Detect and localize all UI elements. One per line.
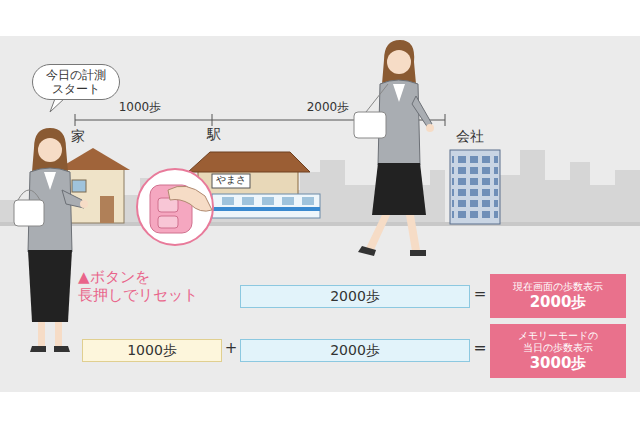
place-label: 駅 <box>199 126 229 143</box>
walking-woman <box>354 40 434 256</box>
plus-sign: + <box>224 339 238 357</box>
node-text: 今日の計測 スタート <box>39 68 113 97</box>
pedometer-magnifier <box>137 169 213 245</box>
display-box: 現在画面の歩数表示2000歩 <box>490 274 626 318</box>
node-value: 2000歩 <box>530 293 587 311</box>
node-value: 3000歩 <box>530 354 587 372</box>
place-label: 家 <box>63 128 93 145</box>
node-text: 1000歩 <box>127 342 177 359</box>
step-box: 1000歩 <box>82 339 222 362</box>
speech-bubble: 今日の計測 スタート <box>32 64 120 100</box>
node-text: 2000歩 <box>330 342 380 359</box>
equals-sign: = <box>473 285 487 303</box>
step-box: 2000歩 <box>240 339 470 362</box>
node-text: メモリーモードの 当日の歩数表示 <box>496 330 620 354</box>
step-box: 2000歩 <box>240 285 470 308</box>
distance-label: 2000歩 <box>298 100 358 114</box>
display-box: メモリーモードの 当日の歩数表示3000歩 <box>490 324 626 378</box>
node-text: 現在画面の歩数表示 <box>513 281 603 293</box>
standing-woman <box>14 128 88 352</box>
background-band <box>0 36 640 392</box>
reset-note: ▲ボタンを 長押しでリセット <box>78 268 214 304</box>
equals-sign: = <box>473 339 487 357</box>
station-sign: やまさ <box>213 174 249 186</box>
place-label: 会社 <box>445 128 495 145</box>
office-building <box>450 150 500 224</box>
distance-label: 1000歩 <box>110 100 170 114</box>
node-text: 2000歩 <box>330 288 380 305</box>
